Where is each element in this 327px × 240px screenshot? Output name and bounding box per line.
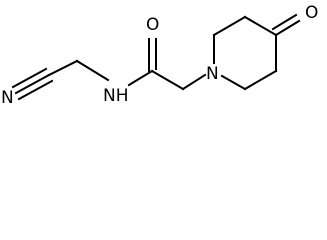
nitrile-bond-2	[14, 73, 51, 95]
ring-n-label: N	[206, 64, 219, 84]
bonds	[11, 13, 301, 101]
molecule-canvas: N NH O N O	[0, 0, 327, 116]
amide-o-label: O	[146, 15, 159, 35]
atom-labels: N NH O N O	[1, 3, 318, 108]
ketone-double-1	[274, 19, 301, 37]
nitrile-bond-1	[17, 79, 54, 101]
bond-ch2-ringn	[181, 73, 207, 91]
bond-nh-carbonyl	[127, 69, 154, 87]
ketone-o-label: O	[305, 3, 318, 23]
ring-bond-c3-c4	[243, 15, 278, 37]
molecule-structure: N NH O N O	[1, 3, 318, 108]
ring-bond-c5-c6	[243, 69, 278, 91]
ring-bond-c6-n	[220, 74, 247, 91]
nitrile-bond-3	[11, 67, 48, 89]
ketone-double-2	[271, 13, 298, 31]
nitrile-n-label: N	[1, 88, 14, 108]
ring-bond-c2-c3	[212, 15, 247, 37]
amide-nh-label: NH	[103, 86, 129, 106]
bond-carbonyl-ch2	[150, 69, 185, 91]
bond-ch2-nh	[75, 59, 110, 82]
bond-c-ch2	[47, 59, 79, 77]
